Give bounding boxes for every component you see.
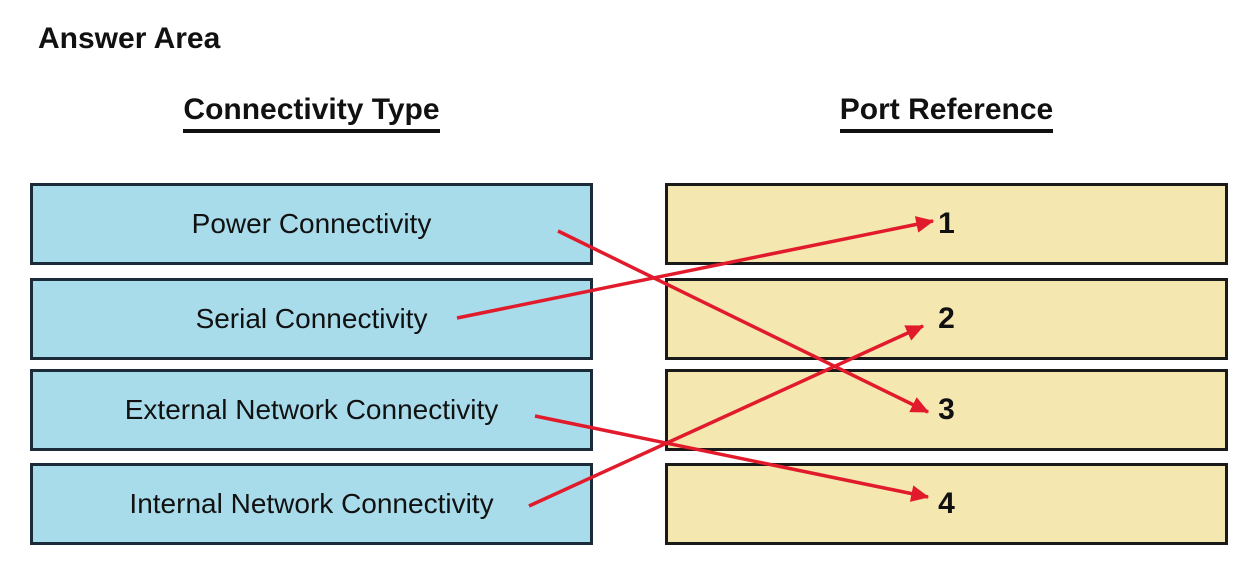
connectivity-label: External Network Connectivity (124, 394, 499, 425)
connectivity-label: Power Connectivity (191, 208, 432, 239)
right-column-header-label: Port Reference (839, 93, 1054, 133)
right-column-header: Port Reference (665, 93, 1228, 133)
left-column-header: Connectivity Type (30, 93, 593, 133)
connectivity-label: Internal Network Connectivity (129, 488, 494, 519)
port-box-4[interactable]: 4 (665, 463, 1228, 545)
connectivity-box-power[interactable]: Power Connectivity (30, 183, 593, 265)
port-number: 3 (938, 393, 955, 426)
port-number: 2 (938, 302, 955, 335)
port-number: 1 (938, 207, 955, 240)
page-title: Answer Area (38, 22, 221, 55)
connectivity-box-internal-network[interactable]: Internal Network Connectivity (30, 463, 593, 545)
left-column-header-label: Connectivity Type (183, 93, 440, 133)
port-box-1[interactable]: 1 (665, 183, 1228, 265)
connectivity-box-external-network[interactable]: External Network Connectivity (30, 369, 593, 451)
connectivity-box-serial[interactable]: Serial Connectivity (30, 278, 593, 360)
connectivity-label: Serial Connectivity (195, 303, 428, 334)
port-number: 4 (938, 487, 955, 520)
port-box-3[interactable]: 3 (665, 369, 1228, 451)
port-box-2[interactable]: 2 (665, 278, 1228, 360)
